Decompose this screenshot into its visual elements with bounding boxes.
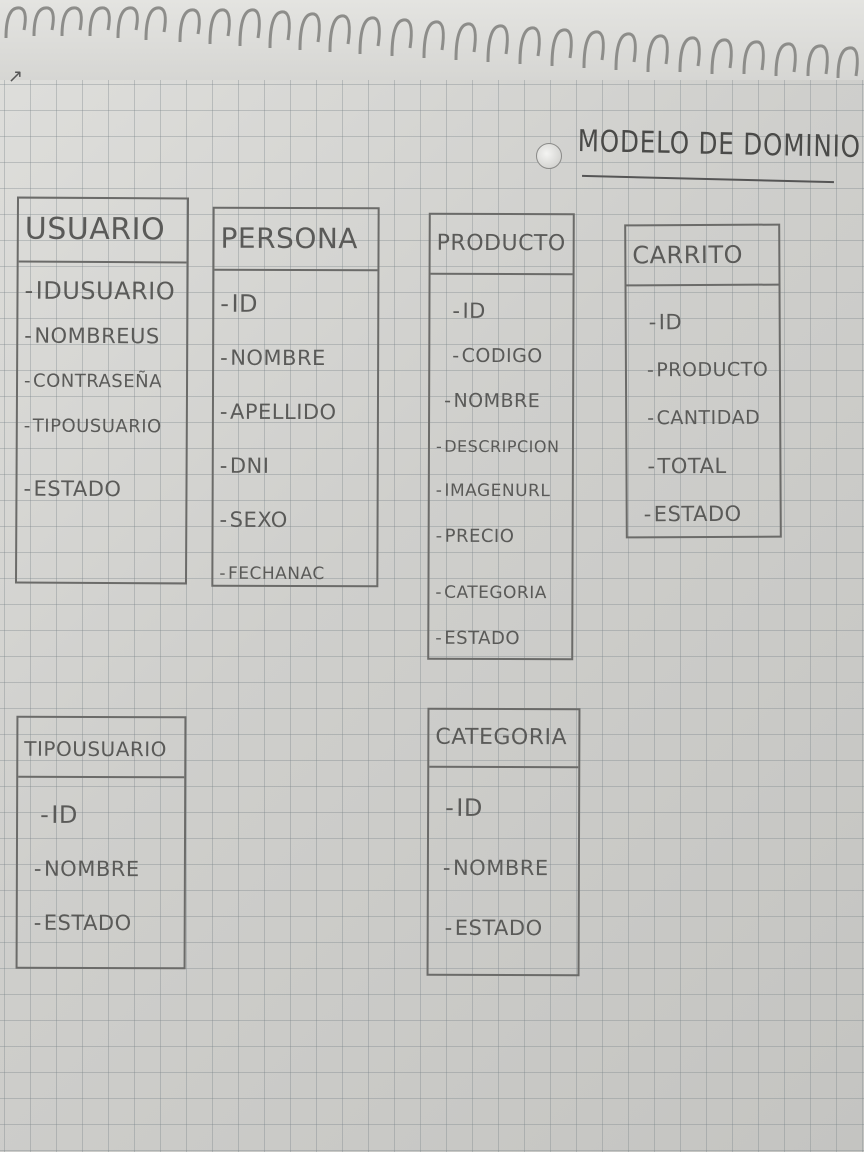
entity-producto-attr-2: CODIGO: [436, 334, 572, 379]
entity-producto-attr-4: DESCRIPCION: [436, 424, 572, 469]
entity-categoria-attr-3: ESTADO: [435, 898, 578, 958]
entity-tipousuario-name: TIPOUSUARIO: [18, 717, 185, 779]
spiral-rings-graphic: [4, 6, 859, 79]
entity-usuario-attributes: IDUSUARIO NOMBREUS CONTRASEÑA TIPOUSUARI…: [17, 263, 186, 513]
entity-categoria-attr-1: ID: [435, 778, 578, 838]
entity-producto: PRODUCTO ID CODIGO NOMBRE DESCRIPCION IM…: [427, 212, 575, 661]
entity-carrito-attr-1: ID: [633, 298, 779, 347]
entity-usuario-attr-4: TIPOUSUARIO: [24, 404, 186, 450]
entity-producto-attr-5: IMAGENURL: [436, 469, 572, 514]
binder-hole-icon: [536, 143, 562, 169]
entity-producto-attributes: ID CODIGO NOMBRE DESCRIPCION IMAGENURL P…: [429, 275, 572, 661]
entity-producto-attr-1: ID: [436, 289, 572, 334]
entity-carrito-attr-3: CANTIDAD: [633, 394, 779, 443]
entity-tipousuario-attr-2: NOMBRE: [24, 842, 184, 897]
entity-categoria-name: CATEGORIA: [429, 709, 579, 769]
entity-tipousuario-attributes: ID NOMBRE ESTADO: [18, 778, 185, 951]
pencil-arrow-mark: ↗: [8, 66, 24, 87]
entity-producto-attr-8: ESTADO: [435, 616, 571, 661]
entity-carrito-name: CARRITO: [626, 225, 779, 287]
entity-usuario-attr-2: NOMBREUS: [24, 314, 186, 360]
entity-persona-attr-3: APELLIDO: [220, 385, 377, 440]
entity-usuario-attr-1: IDUSUARIO: [24, 269, 186, 315]
entity-persona-attributes: ID NOMBRE APELLIDO DNI SEXO FECHANAC: [213, 271, 377, 602]
entity-tipousuario-attr-1: ID: [24, 788, 184, 843]
entity-producto-attr-6: PRECIO: [436, 514, 572, 559]
entity-persona-attr-6: FECHANAC: [219, 547, 376, 602]
entity-persona-attr-2: NOMBRE: [220, 331, 377, 386]
entity-persona-name: PERSONA: [214, 208, 378, 272]
entity-persona-attr-1: ID: [220, 277, 377, 332]
title-underline: [582, 174, 834, 184]
entity-producto-attr-3: NOMBRE: [436, 379, 572, 424]
entity-carrito-attributes: ID PRODUCTO CANTIDAD TOTAL ESTADO: [627, 286, 780, 539]
entity-tipousuario-attr-3: ESTADO: [24, 896, 184, 951]
entity-usuario-attr-3: CONTRASEÑA: [24, 359, 186, 405]
entity-usuario-attr-5: ESTADO: [23, 467, 185, 513]
entity-carrito: CARRITO ID PRODUCTO CANTIDAD TOTAL ESTAD…: [624, 223, 782, 539]
entity-usuario: USUARIO IDUSUARIO NOMBREUS CONTRASEÑA TI…: [14, 196, 190, 585]
entity-persona: PERSONA ID NOMBRE APELLIDO DNI SEXO FECH…: [211, 206, 380, 588]
entity-persona-attr-5: SEXO: [219, 493, 376, 548]
entity-categoria-attributes: ID NOMBRE ESTADO: [429, 768, 579, 959]
entity-tipousuario: TIPOUSUARIO ID NOMBRE ESTADO: [15, 715, 187, 970]
entity-carrito-attr-5: ESTADO: [634, 490, 780, 539]
entity-usuario-name: USUARIO: [18, 198, 188, 264]
entity-carrito-attr-4: TOTAL: [633, 442, 779, 491]
diagram-title: MODELO DE DOMINIO: [577, 124, 862, 166]
entity-categoria-attr-2: NOMBRE: [435, 838, 578, 898]
entity-producto-name: PRODUCTO: [430, 214, 573, 276]
entity-persona-attr-4: DNI: [220, 439, 377, 494]
entity-producto-attr-7: CATEGORIA: [435, 571, 571, 616]
entity-categoria: CATEGORIA ID NOMBRE ESTADO: [426, 707, 581, 977]
notebook-spiral: [0, 0, 864, 80]
entity-carrito-attr-2: PRODUCTO: [633, 346, 779, 395]
